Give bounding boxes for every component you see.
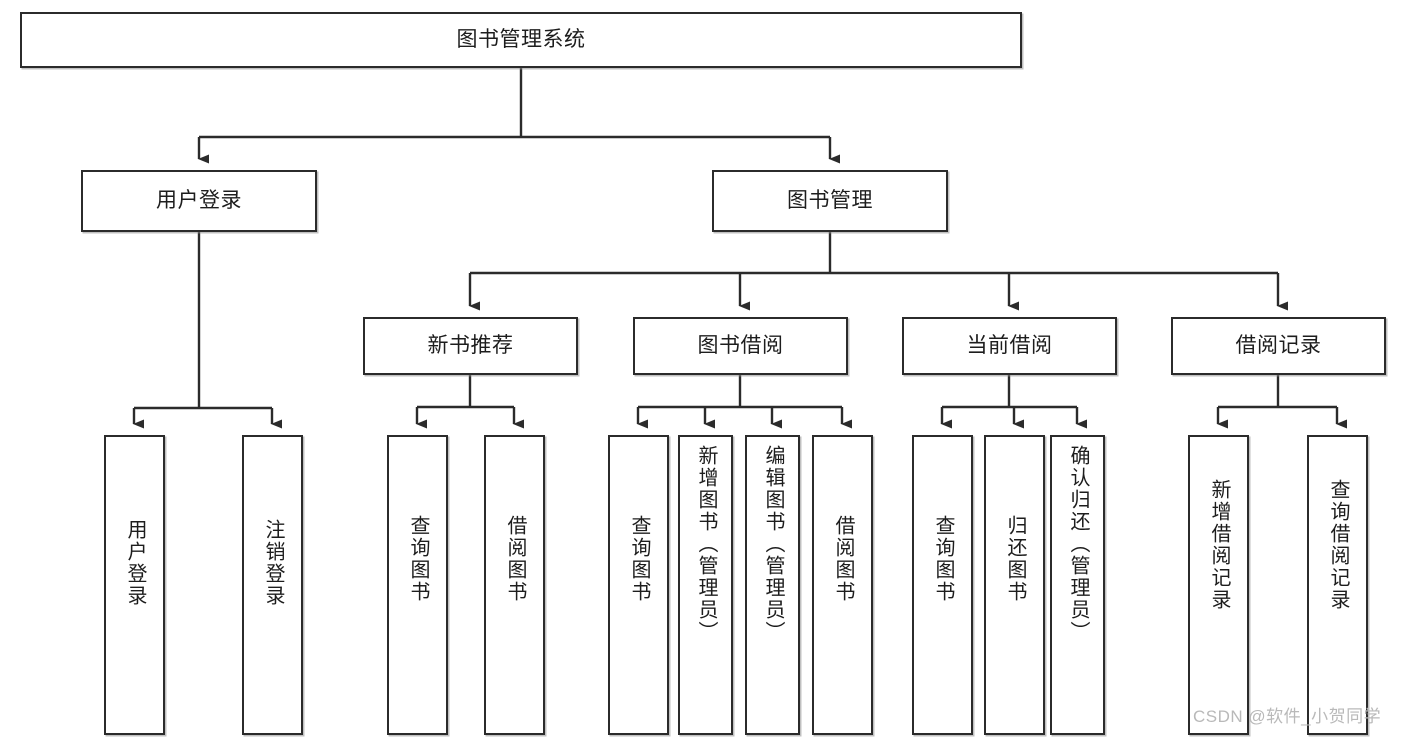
node-book-manage-label: 图书管理 — [787, 189, 873, 213]
edge-borrow-record-to-leaves — [1216, 375, 1347, 429]
edge-book-manage-to-level3 — [468, 232, 1288, 311]
node-user-login[interactable]: 用户登录 — [81, 170, 317, 232]
node-leaf-query-borrow-record[interactable]: 查询借阅记录 — [1307, 435, 1368, 735]
node-leaf-add-book-label: 新增图书（管理员） — [695, 445, 717, 643]
edge-current-borrow-to-leaves — [940, 375, 1087, 429]
node-leaf-user-logout[interactable]: 注销登录 — [242, 435, 303, 735]
node-leaf-confirm-return-label: 确认归还（管理员） — [1067, 445, 1089, 643]
edge-root-to-level2 — [197, 68, 840, 164]
node-leaf-edit-book[interactable]: 编辑图书（管理员） — [745, 435, 800, 735]
node-borrow-record[interactable]: 借阅记录 — [1171, 317, 1386, 375]
node-book-manage[interactable]: 图书管理 — [712, 170, 948, 232]
node-leaf-user-login[interactable]: 用户登录 — [104, 435, 165, 735]
node-leaf-confirm-return[interactable]: 确认归还（管理员） — [1050, 435, 1105, 735]
node-leaf-edit-book-label: 编辑图书（管理员） — [762, 445, 784, 643]
node-leaf-borrow-book-recommend[interactable]: 借阅图书 — [484, 435, 545, 735]
node-book-borrow-label: 图书借阅 — [697, 334, 784, 358]
node-leaf-user-login-label: 用户登录 — [124, 519, 146, 607]
node-root-system-label: 图书管理系统 — [456, 28, 586, 52]
node-user-login-label: 用户登录 — [156, 189, 242, 213]
node-leaf-borrow-book-recommend-label: 借阅图书 — [504, 515, 526, 603]
node-leaf-query-book-current-label: 查询图书 — [932, 515, 954, 603]
node-leaf-return-book[interactable]: 归还图书 — [984, 435, 1045, 735]
edge-new-book-recommend-to-leaves — [415, 375, 524, 429]
node-new-book-recommend[interactable]: 新书推荐 — [363, 317, 578, 375]
node-leaf-query-book-borrow-label: 查询图书 — [628, 515, 650, 603]
node-leaf-user-logout-label: 注销登录 — [262, 519, 284, 607]
node-leaf-query-book-recommend-label: 查询图书 — [407, 515, 429, 603]
node-current-borrow-label: 当前借阅 — [966, 334, 1053, 358]
node-root-system[interactable]: 图书管理系统 — [20, 12, 1022, 68]
edge-user-login-to-leaves — [132, 232, 282, 429]
node-leaf-query-book-borrow[interactable]: 查询图书 — [608, 435, 669, 735]
node-borrow-record-label: 借阅记录 — [1235, 334, 1322, 358]
node-leaf-borrow-book[interactable]: 借阅图书 — [812, 435, 873, 735]
node-new-book-recommend-label: 新书推荐 — [427, 334, 514, 358]
node-leaf-add-borrow-record[interactable]: 新增借阅记录 — [1188, 435, 1249, 735]
node-leaf-query-book-current[interactable]: 查询图书 — [912, 435, 973, 735]
node-leaf-query-borrow-record-label: 查询借阅记录 — [1327, 479, 1349, 611]
node-current-borrow[interactable]: 当前借阅 — [902, 317, 1117, 375]
node-leaf-add-book[interactable]: 新增图书（管理员） — [678, 435, 733, 735]
node-leaf-add-borrow-record-label: 新增借阅记录 — [1208, 479, 1230, 611]
node-leaf-return-book-label: 归还图书 — [1004, 515, 1026, 603]
edge-book-borrow-to-leaves — [636, 375, 852, 429]
node-leaf-query-book-recommend[interactable]: 查询图书 — [387, 435, 448, 735]
node-book-borrow[interactable]: 图书借阅 — [633, 317, 848, 375]
node-leaf-borrow-book-label: 借阅图书 — [832, 515, 854, 603]
